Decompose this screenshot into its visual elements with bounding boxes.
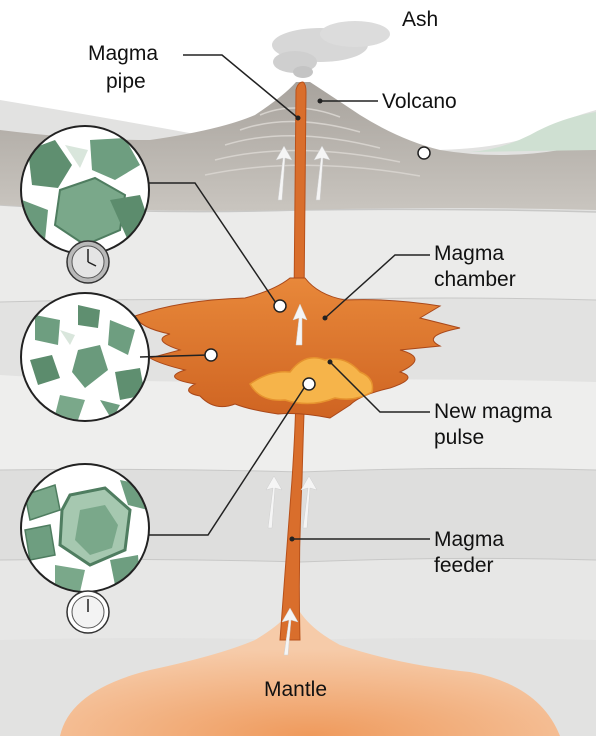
label-magma-feeder-line1: Magma [434,528,504,551]
ash-cloud [272,21,390,78]
label-ash: Ash [402,8,438,31]
label-mantle: Mantle [264,678,327,701]
label-new-magma-pulse-line2: pulse [434,426,484,449]
clock-icon [67,241,109,283]
label-magma-chamber-line2: chamber [434,268,516,291]
label-magma-chamber-line1: Magma [434,242,504,265]
label-magma-pipe-line2: pipe [106,70,146,93]
label-magma-feeder-line2: feeder [434,554,494,577]
magma-pipe [294,82,306,300]
crystal-magnification-icon [21,126,150,592]
clock-icon [67,591,109,633]
label-new-magma-pulse-line1: New magma [434,400,552,423]
label-magma-pipe-line1: Magma [88,42,158,65]
label-volcano: Volcano [382,90,457,113]
